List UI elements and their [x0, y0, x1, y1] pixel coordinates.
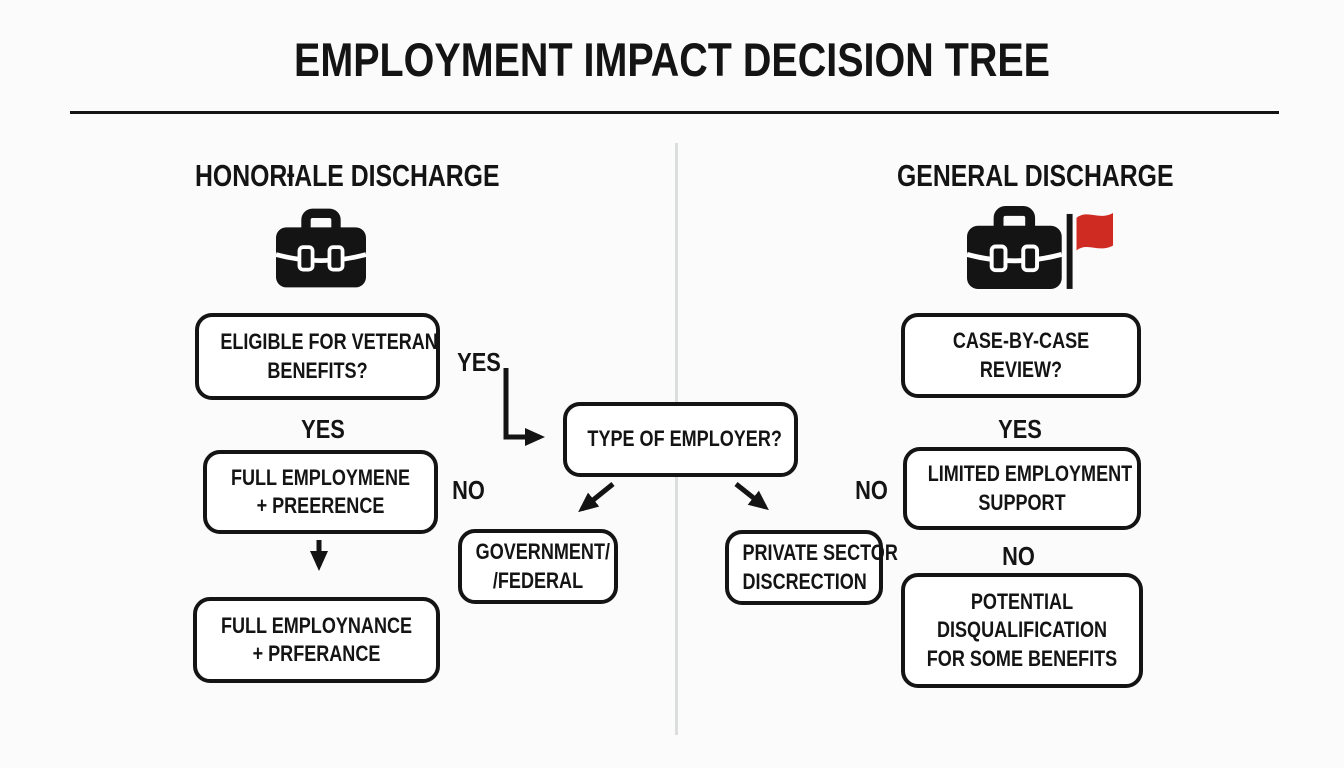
- left-yes-label: YES: [301, 414, 345, 444]
- node-full-employment-preference-1: FULL EMPLOYMENE + PREERENCE: [203, 450, 438, 534]
- briefcase-icon: [275, 208, 367, 293]
- yes-elbow-arrow: [503, 368, 545, 446]
- node-type-of-employer: TYPE OF EMPLOYER?: [563, 402, 798, 477]
- right-yes-label: YES: [998, 414, 1042, 444]
- diagonal-arrow-left: [578, 482, 615, 513]
- node-limited-employment-support: LIMITED EMPLOYMENT SUPPORT: [903, 447, 1141, 530]
- node-government-federal: GOVERNMENT/ /FEDERAL: [458, 529, 618, 604]
- title-underline-rule: [70, 111, 1279, 114]
- center-no-right-label: NO: [854, 475, 888, 505]
- node-private-sector-discretion: PRIVATE SECTOR DISCRECTION: [725, 530, 898, 605]
- center-no-left-label: NO: [451, 475, 485, 505]
- right-column-header: GENERAL DISCHARGE: [897, 158, 1174, 193]
- right-no-label: NO: [1001, 541, 1035, 571]
- node-full-employment-preference-2: FULL EMPLOYNANCE + PRFERANCE: [193, 597, 440, 683]
- node-eligible-for-veteran-benefits: ELIGIBLE FOR VETERAN BENEFITS?: [195, 313, 440, 400]
- center-yes-label: YES: [457, 347, 501, 377]
- left-column-header: HONORƗALE DISCHARGE: [195, 158, 500, 193]
- node-case-by-case-review: CASE-BY-CASE REVIEW?: [901, 313, 1141, 398]
- page-title: EMPLOYMENT IMPACT DECISION TREE: [0, 32, 1344, 87]
- page-title-text: EMPLOYMENT IMPACT DECISION TREE: [294, 33, 1050, 86]
- node-potential-disqualification: POTENTIAL DISQUALIFICATION FOR SOME BENE…: [901, 573, 1143, 688]
- diagonal-arrow-right: [734, 482, 769, 511]
- briefcase-red-flag-icon: [966, 206, 1115, 294]
